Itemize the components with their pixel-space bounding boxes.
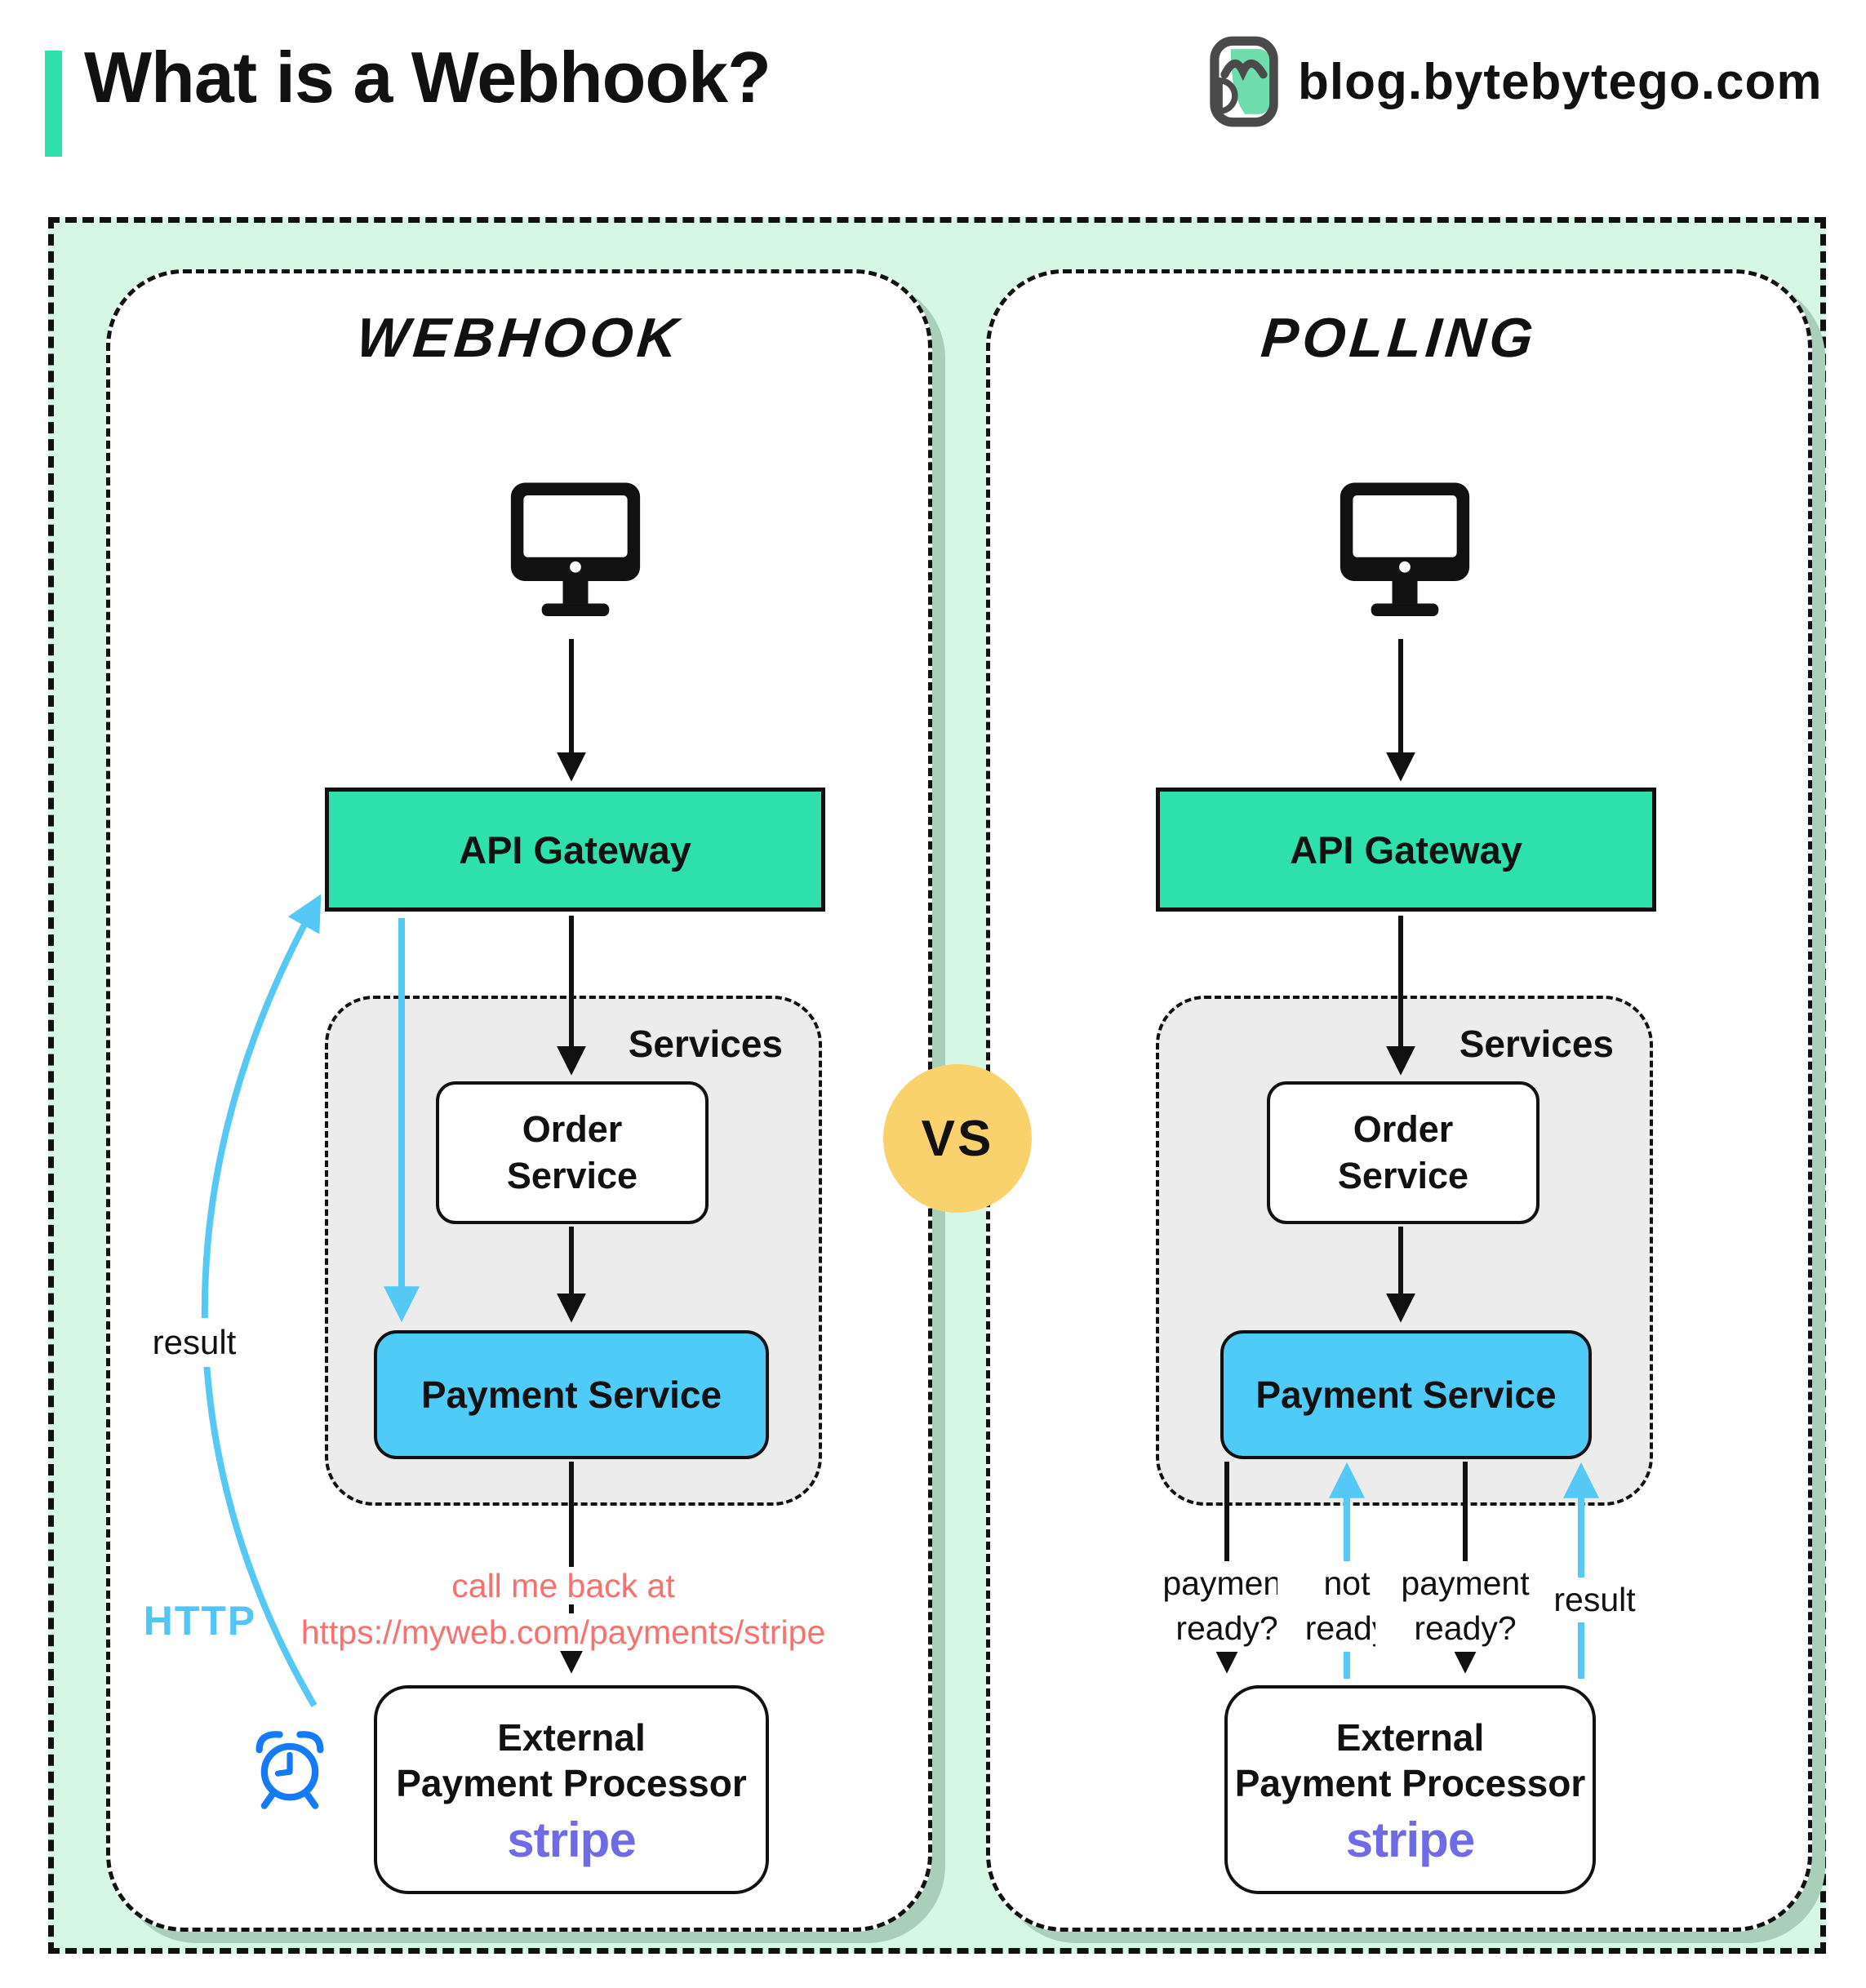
callback-note-line2: https://myweb.com/payments/stripe bbox=[233, 1613, 894, 1652]
stripe-logo: stripe bbox=[507, 1812, 636, 1867]
webhook-panel-title: Webhook bbox=[353, 307, 685, 369]
external-payment-processor-box: External Payment Processor stripe bbox=[1224, 1685, 1596, 1894]
desktop-computer-icon bbox=[1340, 482, 1470, 616]
site-attribution: blog.bytebytego.com bbox=[1206, 36, 1822, 127]
services-group-label: Services bbox=[1459, 1023, 1614, 1065]
external-line1: External bbox=[497, 1716, 646, 1759]
api-gateway-box: API Gateway bbox=[1156, 788, 1656, 912]
title-accent-bar bbox=[45, 51, 62, 157]
http-label: HTTP bbox=[143, 1598, 257, 1644]
polling-panel-title: Polling bbox=[1259, 307, 1539, 369]
page-title: What is a Webhook? bbox=[84, 37, 771, 118]
external-line2: Payment Processor bbox=[1234, 1762, 1586, 1805]
label-result: result bbox=[1535, 1578, 1654, 1623]
vs-badge: VS bbox=[883, 1064, 1032, 1213]
site-url: blog.bytebytego.com bbox=[1298, 53, 1823, 110]
order-service-box: Order Service bbox=[436, 1081, 709, 1224]
result-label: result bbox=[133, 1318, 255, 1367]
polling-panel: Polling API Gateway Services Order Servi… bbox=[986, 269, 1812, 1932]
payment-service-box: Payment Service bbox=[374, 1330, 769, 1459]
webhook-panel: Webhook API Gateway Services Order Servi… bbox=[106, 269, 932, 1932]
external-line1: External bbox=[1335, 1716, 1485, 1759]
stripe-logo: stripe bbox=[1345, 1812, 1475, 1867]
desktop-computer-icon bbox=[510, 482, 641, 616]
bytebytego-logo-icon bbox=[1210, 36, 1278, 127]
label-payment-ready-2: payment ready? bbox=[1375, 1561, 1555, 1652]
alarm-clock-icon bbox=[255, 1731, 324, 1809]
order-service-box: Order Service bbox=[1267, 1081, 1539, 1224]
callback-note-line1: call me back at bbox=[233, 1567, 894, 1605]
external-line2: Payment Processor bbox=[396, 1762, 747, 1805]
api-gateway-box: API Gateway bbox=[325, 788, 825, 912]
services-group-label: Services bbox=[628, 1023, 783, 1065]
payment-service-box: Payment Service bbox=[1220, 1330, 1592, 1459]
external-payment-processor-box: External Payment Processor stripe bbox=[374, 1685, 769, 1894]
